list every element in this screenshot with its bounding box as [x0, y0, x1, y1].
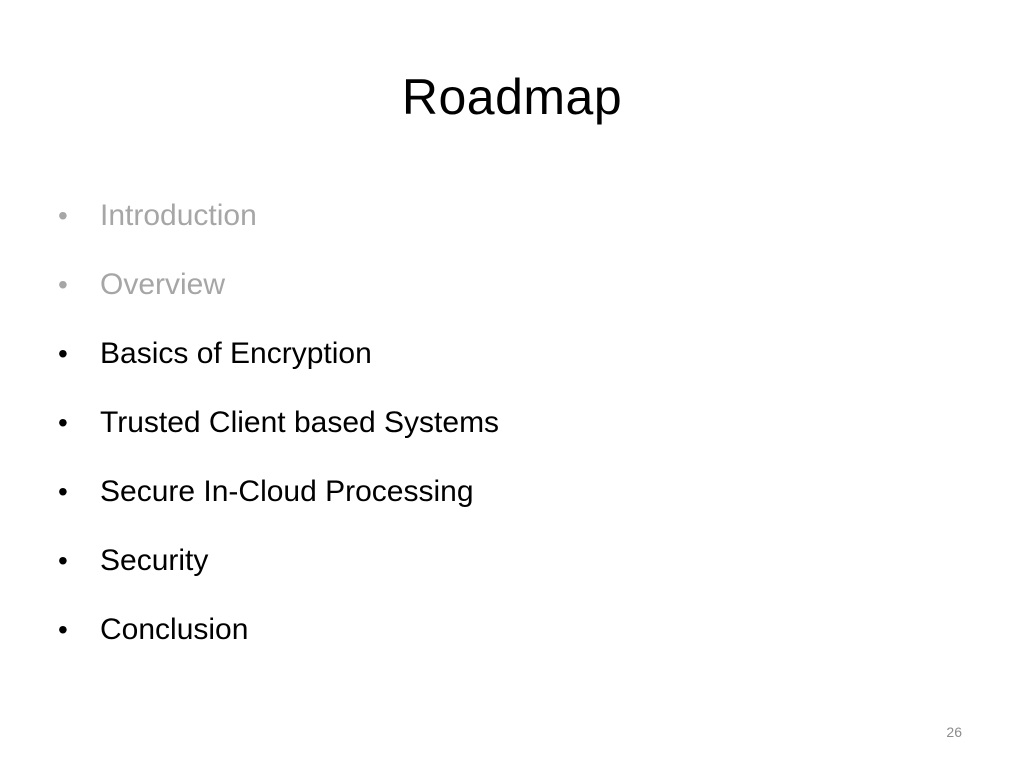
bullet-icon: •	[58, 476, 68, 507]
bullet-icon: •	[58, 338, 68, 369]
list-item: • Security	[58, 535, 499, 604]
list-item: • Overview	[58, 259, 499, 328]
list-item-label: Overview	[100, 268, 226, 301]
slide-title: Roadmap	[401, 69, 623, 125]
page-number: 26	[946, 724, 962, 740]
list-item: • Trusted Client based Systems	[58, 397, 499, 466]
list-item-label: Introduction	[100, 199, 257, 232]
list-item: • Introduction	[58, 190, 499, 259]
list-item: • Secure In-Cloud Processing	[58, 466, 499, 535]
bullet-icon: •	[58, 407, 68, 438]
bullet-icon: •	[58, 545, 68, 576]
list-item-label: Trusted Client based Systems	[100, 406, 500, 439]
bullet-icon: •	[58, 269, 68, 300]
list-item-label: Conclusion	[100, 613, 249, 646]
list-item: • Basics of Encryption	[58, 328, 499, 397]
list-item: • Conclusion	[58, 604, 499, 673]
bullet-icon: •	[58, 200, 68, 231]
list-item-label: Basics of Encryption	[100, 337, 372, 370]
bullet-list: • Introduction • Overview • Basics of En…	[58, 190, 499, 673]
list-item-label: Secure In-Cloud Processing	[100, 475, 474, 508]
list-item-label: Security	[100, 544, 209, 577]
bullet-icon: •	[58, 614, 68, 645]
